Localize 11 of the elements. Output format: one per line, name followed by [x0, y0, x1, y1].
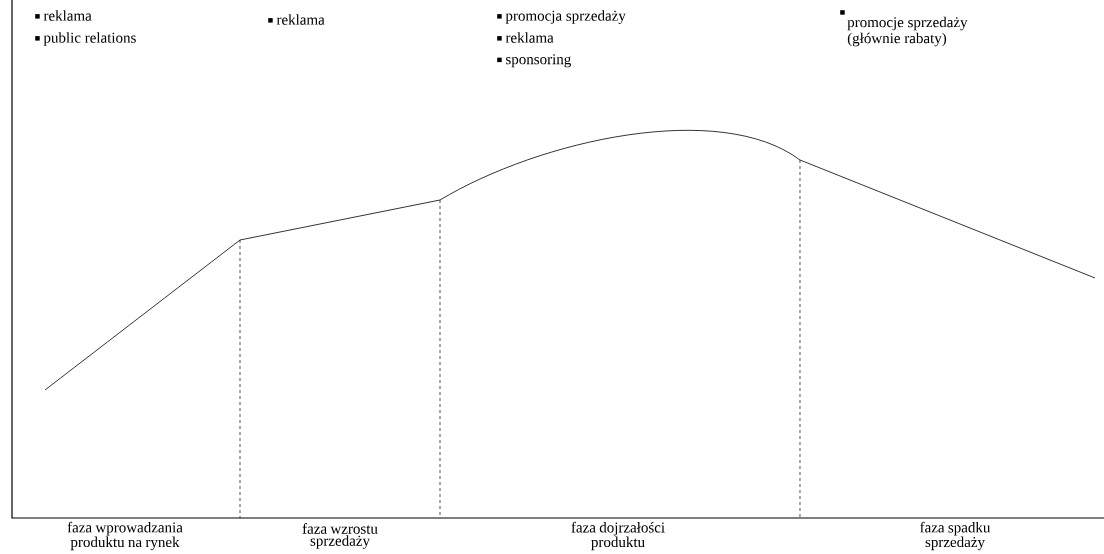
list-item: reklama	[35, 10, 92, 21]
list-item: public relations	[35, 32, 136, 46]
phase-label: faza dojrzałości produktu	[571, 521, 665, 551]
phase-label: faza wprowadzania produktu na rynek	[67, 521, 183, 551]
phase-label: faza spadku sprzedaży	[920, 521, 991, 551]
phase-label: faza wzrostu sprzedaży	[302, 523, 378, 549]
list-item: reklama	[268, 14, 325, 25]
list-item: promocje sprzedaży (głównie rabaty)	[840, 10, 968, 47]
list-item: reklama	[497, 32, 554, 43]
list-item: sponsoring	[497, 54, 571, 68]
list-item: promocja sprzedaży	[497, 10, 626, 24]
